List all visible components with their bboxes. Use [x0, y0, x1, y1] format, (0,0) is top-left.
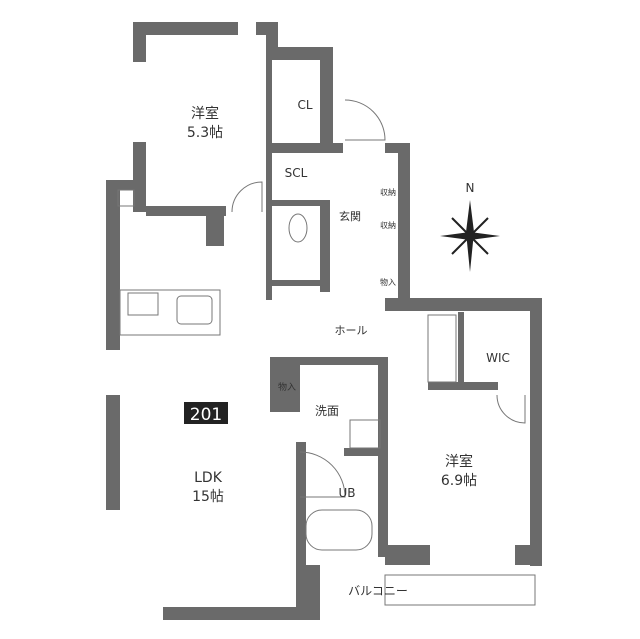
room-name: 収納 [380, 220, 396, 230]
stove-icon [127, 292, 159, 316]
room-name: 洗面 [315, 404, 339, 418]
room-name: 玄関 [339, 209, 361, 223]
room-name: 物入 [278, 381, 296, 393]
room-name: 洋室 [191, 105, 219, 122]
room-name: ホール [335, 324, 368, 337]
door-icon [299, 451, 346, 498]
labels: 201 洋室 5.3帖 CL SCL 玄関 収納 収納 物入 ホール 物入 洗面… [187, 98, 510, 598]
room-name: CL [297, 98, 312, 112]
unit-badge [184, 402, 228, 424]
room-name: SCL [285, 166, 308, 180]
room-name: バルコニー [348, 584, 408, 598]
room-name: 洋室 [445, 453, 473, 470]
room-size: 6.9帖 [441, 473, 477, 489]
room-name: UB [338, 486, 355, 500]
toilet-icon [288, 213, 308, 243]
room-name: 収納 [380, 187, 396, 197]
washbasin-icon [349, 419, 381, 449]
door-icon [344, 99, 386, 141]
bathtub-icon [305, 509, 373, 551]
room-name: 物入 [380, 277, 396, 287]
door-icon [231, 181, 263, 213]
compass-label: N [466, 181, 475, 195]
door-icon [496, 394, 526, 424]
room-size: 15帖 [192, 489, 224, 505]
fixtures [117, 99, 536, 606]
room-name: LDK [194, 470, 223, 486]
walls [106, 22, 542, 620]
sink-icon [176, 295, 213, 325]
vent-icon [117, 189, 135, 207]
unit-number: 201 [190, 405, 222, 425]
compass [440, 200, 500, 272]
room-size: 5.3帖 [187, 125, 223, 141]
room-name: WIC [486, 351, 510, 365]
